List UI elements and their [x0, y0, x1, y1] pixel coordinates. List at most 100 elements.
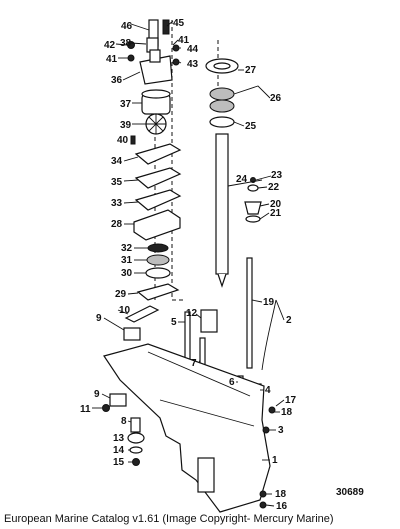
part-shim-25 [209, 116, 235, 128]
part-insert-rim [141, 89, 171, 99]
water-pump-stack [127, 19, 182, 301]
part-gear-housing-1 [103, 343, 271, 513]
leader-lines [92, 20, 285, 507]
callout-label: 12 [186, 308, 198, 319]
callout-label: 37 [120, 99, 132, 110]
part-screw-45 [162, 19, 170, 35]
part-21 [245, 215, 261, 223]
callout-label: 41 [178, 35, 190, 46]
part-plate-29 [136, 283, 180, 301]
callout-label: 17 [285, 395, 297, 406]
callout-label: 46 [121, 21, 133, 32]
part-cable-2 [261, 299, 277, 371]
part-16 [259, 501, 267, 509]
callout-label: 35 [111, 177, 123, 188]
callout-label: 38 [120, 38, 132, 49]
callout-label: 11 [80, 404, 91, 415]
callout-labels: 46 45 42 38 41 41 44 43 36 37 39 40 34 3… [80, 18, 297, 512]
callout-label: 33 [111, 198, 123, 209]
part-43 [172, 58, 180, 66]
gear-housing-skeg [197, 457, 215, 493]
callout-label: 9 [96, 313, 102, 324]
callout-label: 29 [115, 289, 127, 300]
callout-label: 22 [268, 182, 280, 193]
callout-label: 5 [171, 317, 177, 328]
callout-label: 34 [111, 156, 123, 167]
callout-label: 30 [121, 268, 133, 279]
part-bearing-26-upper [209, 87, 235, 101]
callout-label: 32 [121, 243, 133, 254]
callout-label: 19 [263, 297, 275, 308]
callout-label: 9 [94, 389, 100, 400]
part-18-lower [259, 490, 267, 498]
callout-label: 10 [119, 305, 131, 316]
part-bearing-31 [146, 254, 170, 266]
callout-label: 15 [113, 457, 125, 468]
callout-label: 18 [275, 489, 287, 500]
part-20 [244, 201, 262, 215]
part-oring-30 [145, 267, 171, 279]
part-9-upper [123, 327, 141, 341]
part-bracket-12 [200, 309, 218, 333]
callout-label: 28 [111, 219, 123, 230]
callout-label: 8 [121, 416, 127, 427]
gear-housing [103, 343, 271, 513]
part-impeller-39 [145, 113, 167, 135]
part-washer-14 [129, 446, 143, 454]
callout-label: 3 [278, 425, 284, 436]
callout-label: 6 [229, 377, 235, 388]
callout-label: 13 [113, 433, 125, 444]
part-housing-28 [133, 209, 181, 241]
part-stud-5 [184, 311, 191, 361]
part-17 [268, 406, 276, 414]
part-seal-32 [147, 243, 169, 253]
part-pump-housing-neck [149, 49, 161, 63]
part-driveshaft-tip [217, 273, 227, 288]
callout-label: 45 [173, 18, 185, 29]
part-22 [247, 184, 259, 192]
callout-label: 41 [106, 54, 118, 65]
driveshaft-stack [172, 44, 262, 288]
gear-housing-detail [147, 351, 255, 427]
part-key-40 [130, 135, 136, 145]
part-washer-41 [127, 54, 135, 62]
part-plate-34 [134, 143, 182, 165]
callout-label: 25 [245, 121, 257, 132]
part-10 [124, 305, 160, 323]
callout-label: 24 [236, 174, 248, 185]
callout-label: 39 [120, 120, 132, 131]
part-3 [262, 426, 270, 434]
callout-label: 21 [270, 208, 282, 219]
callout-label: 26 [270, 93, 282, 104]
callout-label: 16 [276, 501, 288, 512]
part-shift-shaft-19 [246, 257, 253, 369]
part-gear-13 [127, 432, 145, 444]
callout-label: 44 [187, 44, 199, 55]
part-retainer-27-bore [213, 62, 231, 70]
part-gasket-35 [134, 167, 182, 189]
callout-label: 43 [187, 59, 199, 70]
part-plate-33 [134, 189, 182, 211]
lower-left-parts [102, 393, 276, 509]
callout-label: 7 [191, 358, 197, 369]
callout-label: 4 [265, 385, 271, 396]
part-driveshaft-24 [215, 133, 229, 275]
figure-number: 30689 [336, 487, 364, 498]
part-11 [102, 404, 110, 412]
part-bearing-26-lower [209, 99, 235, 113]
callout-label: 18 [281, 407, 293, 418]
callout-label: 42 [104, 40, 116, 51]
part-9-lower [109, 393, 127, 407]
callout-label: 27 [245, 65, 257, 76]
callout-label: 31 [121, 255, 133, 266]
part-nut-15 [132, 458, 140, 466]
callout-label: 23 [271, 170, 283, 181]
callout-label: 2 [286, 315, 292, 326]
image-caption: European Marine Catalog v1.61 (Image Cop… [4, 513, 334, 525]
callout-label: 14 [113, 445, 125, 456]
part-8 [130, 417, 141, 433]
callout-label: 20 [270, 199, 282, 210]
callout-label: 1 [272, 455, 278, 466]
callout-label: 36 [111, 75, 123, 86]
